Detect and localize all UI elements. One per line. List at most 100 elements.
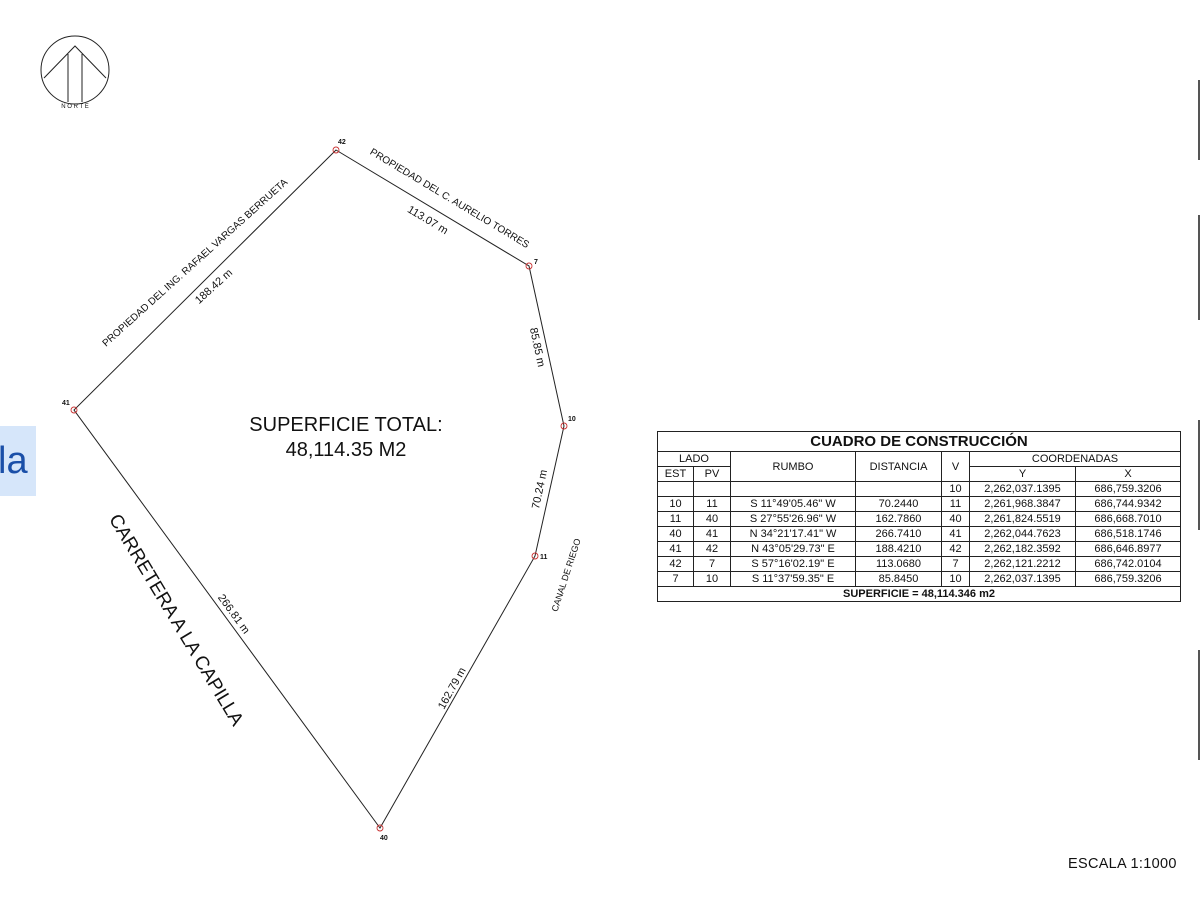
cell-est [657, 481, 694, 497]
area-value: 48,114.35 M2 [286, 439, 407, 461]
header-v: V [941, 451, 970, 482]
road-label: CARRETERA A LA CAPILLA [104, 511, 247, 730]
superficie-row: SUPERFICIE = 48,114.346 m2 [656, 586, 1182, 602]
table-row: 10 2,262,037.1395 686,759.3206 [657, 481, 1182, 497]
vertex-marker-11 [531, 552, 539, 560]
cell-pv: 7 [693, 556, 731, 572]
cell-v: 10 [941, 481, 970, 497]
edge-mark-4 [1198, 650, 1200, 760]
cell-y: 2,261,824.5519 [969, 511, 1076, 527]
cell-v: 10 [941, 571, 970, 587]
table-title: CUADRO DE CONSTRUCCIÓN [656, 431, 1182, 452]
cell-distancia: 188.4210 [855, 541, 942, 557]
cell-y: 2,262,037.1395 [969, 571, 1076, 587]
table-row: 40 41 N 34°21'17.41" W 266.7410 41 2,262… [657, 526, 1182, 542]
cell-distancia [855, 481, 942, 497]
header-x: X [1074, 466, 1182, 482]
cell-rumbo: N 43°05'29.73" E [730, 541, 856, 557]
header-coordenadas: COORDENADAS [968, 451, 1182, 467]
cell-rumbo [730, 481, 856, 497]
cell-pv: 41 [693, 526, 731, 542]
vertex-label-11: 11 [540, 554, 548, 561]
cell-est: 42 [657, 556, 694, 572]
cell-rumbo: S 11°49'05.46" W [730, 496, 856, 512]
cell-x: 686,759.3206 [1074, 481, 1182, 497]
table-row: 7 10 S 11°37'59.35" E 85.8450 10 2,262,0… [657, 571, 1182, 587]
neighbor-label-torres: PROPIEDAD DEL C. AURELIO TORRES [368, 147, 531, 251]
cell-pv: 10 [693, 571, 731, 587]
vertex-marker-42 [332, 146, 340, 154]
cell-distancia: 266.7410 [855, 526, 942, 542]
vertex-marker-10 [560, 422, 568, 430]
table-row: 11 40 S 27°55'26.96" W 162.7860 40 2,261… [657, 511, 1182, 527]
header-pv: PV [693, 466, 731, 482]
area-title: SUPERFICIE TOTAL: [249, 414, 442, 436]
vertex-marker-7 [525, 262, 533, 270]
cell-x: 686,518.1746 [1074, 526, 1182, 542]
header-rumbo: RUMBO [730, 451, 856, 482]
cell-y: 2,262,182.3592 [969, 541, 1076, 557]
cell-distancia: 113.0680 [855, 556, 942, 572]
vertex-marker-40 [376, 824, 384, 832]
edge-mark-2 [1198, 215, 1200, 320]
side-length-40-41: 266.81 m [215, 592, 252, 636]
vertex-label-40: 40 [380, 835, 388, 842]
cell-pv [693, 481, 731, 497]
cell-x: 686,668.7010 [1074, 511, 1182, 527]
cell-rumbo: S 11°37'59.35" E [730, 571, 856, 587]
cell-distancia: 70.2440 [855, 496, 942, 512]
north-arrow-icon [40, 35, 110, 105]
side-length-42-7: 113.07 m [405, 204, 450, 237]
table-row: 41 42 N 43°05'29.73" E 188.4210 42 2,262… [657, 541, 1182, 557]
cell-distancia: 85.8450 [855, 571, 942, 587]
cell-est: 41 [657, 541, 694, 557]
neighbor-label-vargas: PROPIEDAD DEL ING. RAFAEL VARGAS BERRUET… [101, 177, 291, 349]
cell-v: 11 [941, 496, 970, 512]
header-distancia: DISTANCIA [855, 451, 942, 482]
cell-est: 7 [657, 571, 694, 587]
cell-y: 2,262,044.7623 [969, 526, 1076, 542]
cell-pv: 42 [693, 541, 731, 557]
cell-rumbo: S 57°16'02.19" E [730, 556, 856, 572]
side-length-41-42: 188.42 m [193, 267, 235, 307]
header-lado: LADO [657, 451, 731, 467]
vertex-label-10: 10 [568, 416, 576, 423]
vertex-label-7: 7 [534, 259, 538, 266]
cell-x: 686,646.8977 [1074, 541, 1182, 557]
vertex-label-42: 42 [338, 139, 346, 146]
cell-y: 2,261,968.3847 [969, 496, 1076, 512]
cell-pv: 40 [693, 511, 731, 527]
parcel-boundary [73, 149, 565, 829]
cell-est: 11 [657, 511, 694, 527]
side-tab: la [0, 426, 36, 496]
cell-pv: 11 [693, 496, 731, 512]
header-y: Y [969, 466, 1076, 482]
table-row: 10 11 S 11°49'05.46" W 70.2440 11 2,261,… [657, 496, 1182, 512]
construction-table: CUADRO DE CONSTRUCCIÓN LADO RUMBO DISTAN… [656, 431, 1182, 602]
side-length-11-40: 162.79 m [436, 666, 469, 712]
side-tab-text: la [0, 440, 28, 482]
cell-v: 41 [941, 526, 970, 542]
neighbor-label-canal: CANAL DE RIEGO [550, 537, 583, 613]
cell-rumbo: S 27°55'26.96" W [730, 511, 856, 527]
cell-v: 7 [941, 556, 970, 572]
edge-mark-3 [1198, 420, 1200, 530]
cell-rumbo: N 34°21'17.41" W [730, 526, 856, 542]
cell-y: 2,262,037.1395 [969, 481, 1076, 497]
scale-label: ESCALA 1:1000 [1068, 856, 1177, 872]
header-est: EST [657, 466, 694, 482]
cell-distancia: 162.7860 [855, 511, 942, 527]
cell-v: 42 [941, 541, 970, 557]
vertex-label-41: 41 [62, 400, 70, 407]
cell-x: 686,744.9342 [1074, 496, 1182, 512]
cell-x: 686,742.0104 [1074, 556, 1182, 572]
table-row: 42 7 S 57°16'02.19" E 113.0680 7 2,262,1… [657, 556, 1182, 572]
cell-y: 2,262,121.2212 [969, 556, 1076, 572]
cell-est: 10 [657, 496, 694, 512]
cell-est: 40 [657, 526, 694, 542]
cell-x: 686,759.3206 [1074, 571, 1182, 587]
cell-v: 40 [941, 511, 970, 527]
north-label: N O R T E [61, 104, 88, 110]
vertex-marker-41 [70, 406, 78, 414]
